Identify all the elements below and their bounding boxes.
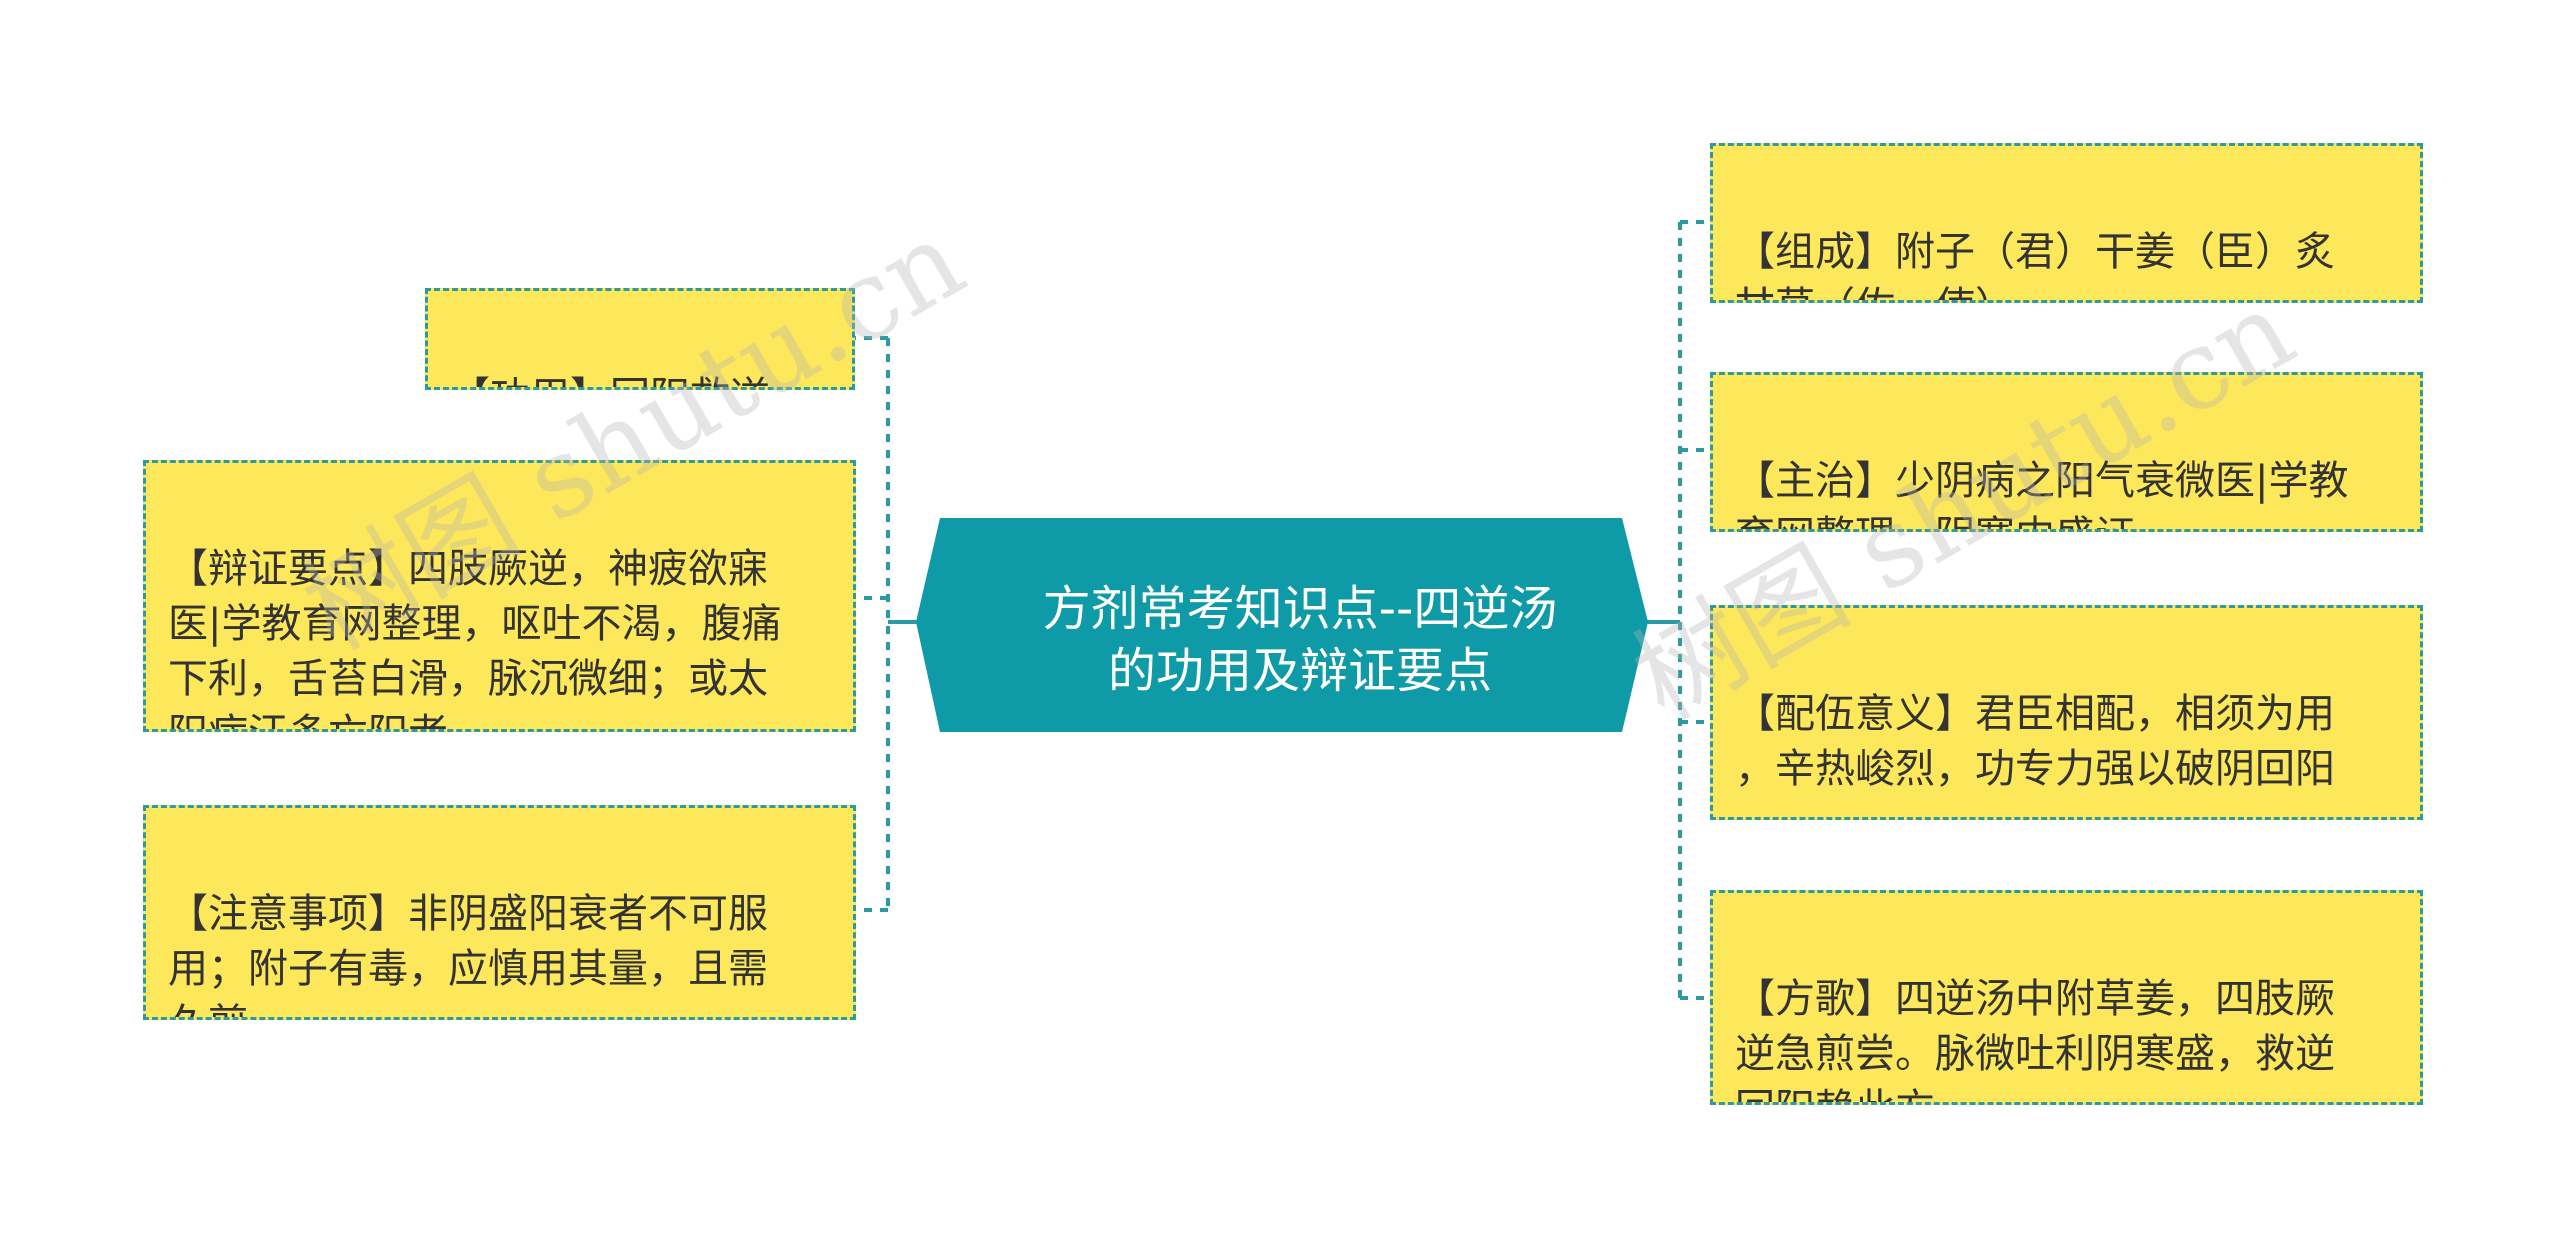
node-function-text: 【功用】回阳救逆。 <box>450 370 830 387</box>
node-compatibility-meaning-text: 【配伍意义】君臣相配，相须为用 ，辛热峻烈，功专力强以破阴回阳 。 <box>1735 691 2335 817</box>
node-diagnosis-keypoints[interactable]: 【辩证要点】四肢厥逆，神疲欲寐 医|学教育网整理，呕吐不渴，腹痛 下利，舌苔白滑… <box>143 460 856 732</box>
node-precautions-text: 【注意事项】非阴盛阳衰者不可服 用；附子有毒，应慎用其量，且需 久煎。 <box>168 891 768 1017</box>
central-topic-label: 方剂常考知识点--四逆汤 的功用及辩证要点 <box>1042 581 1558 699</box>
node-formula-song-text: 【方歌】四逆汤中附草姜，四肢厥 逆急煎尝。脉微吐利阴寒盛，救逆 回阳赖此方。 <box>1735 976 2335 1102</box>
node-composition[interactable]: 【组成】附子（君）干姜（臣）炙 甘草（佐、使） <box>1710 143 2423 303</box>
node-composition-text: 【组成】附子（君）干姜（臣）炙 甘草（佐、使） <box>1735 229 2335 300</box>
node-precautions[interactable]: 【注意事项】非阴盛阳衰者不可服 用；附子有毒，应慎用其量，且需 久煎。 <box>143 805 856 1020</box>
node-indication-text: 【主治】少阴病之阳气衰微医|学教 育网整理，阴寒内盛证。 <box>1735 458 2349 529</box>
central-topic[interactable]: 方剂常考知识点--四逆汤 的功用及辩证要点 <box>950 540 1650 740</box>
central-topic-hexagon <box>916 518 1648 732</box>
node-formula-song[interactable]: 【方歌】四逆汤中附草姜，四肢厥 逆急煎尝。脉微吐利阴寒盛，救逆 回阳赖此方。 <box>1710 890 2423 1105</box>
node-indication[interactable]: 【主治】少阴病之阳气衰微医|学教 育网整理，阴寒内盛证。 <box>1710 372 2423 532</box>
node-compatibility-meaning[interactable]: 【配伍意义】君臣相配，相须为用 ，辛热峻烈，功专力强以破阴回阳 。 <box>1710 605 2423 820</box>
node-diagnosis-keypoints-text: 【辩证要点】四肢厥逆，神疲欲寐 医|学教育网整理，呕吐不渴，腹痛 下利，舌苔白滑… <box>168 546 782 729</box>
node-function[interactable]: 【功用】回阳救逆。 <box>425 288 855 390</box>
